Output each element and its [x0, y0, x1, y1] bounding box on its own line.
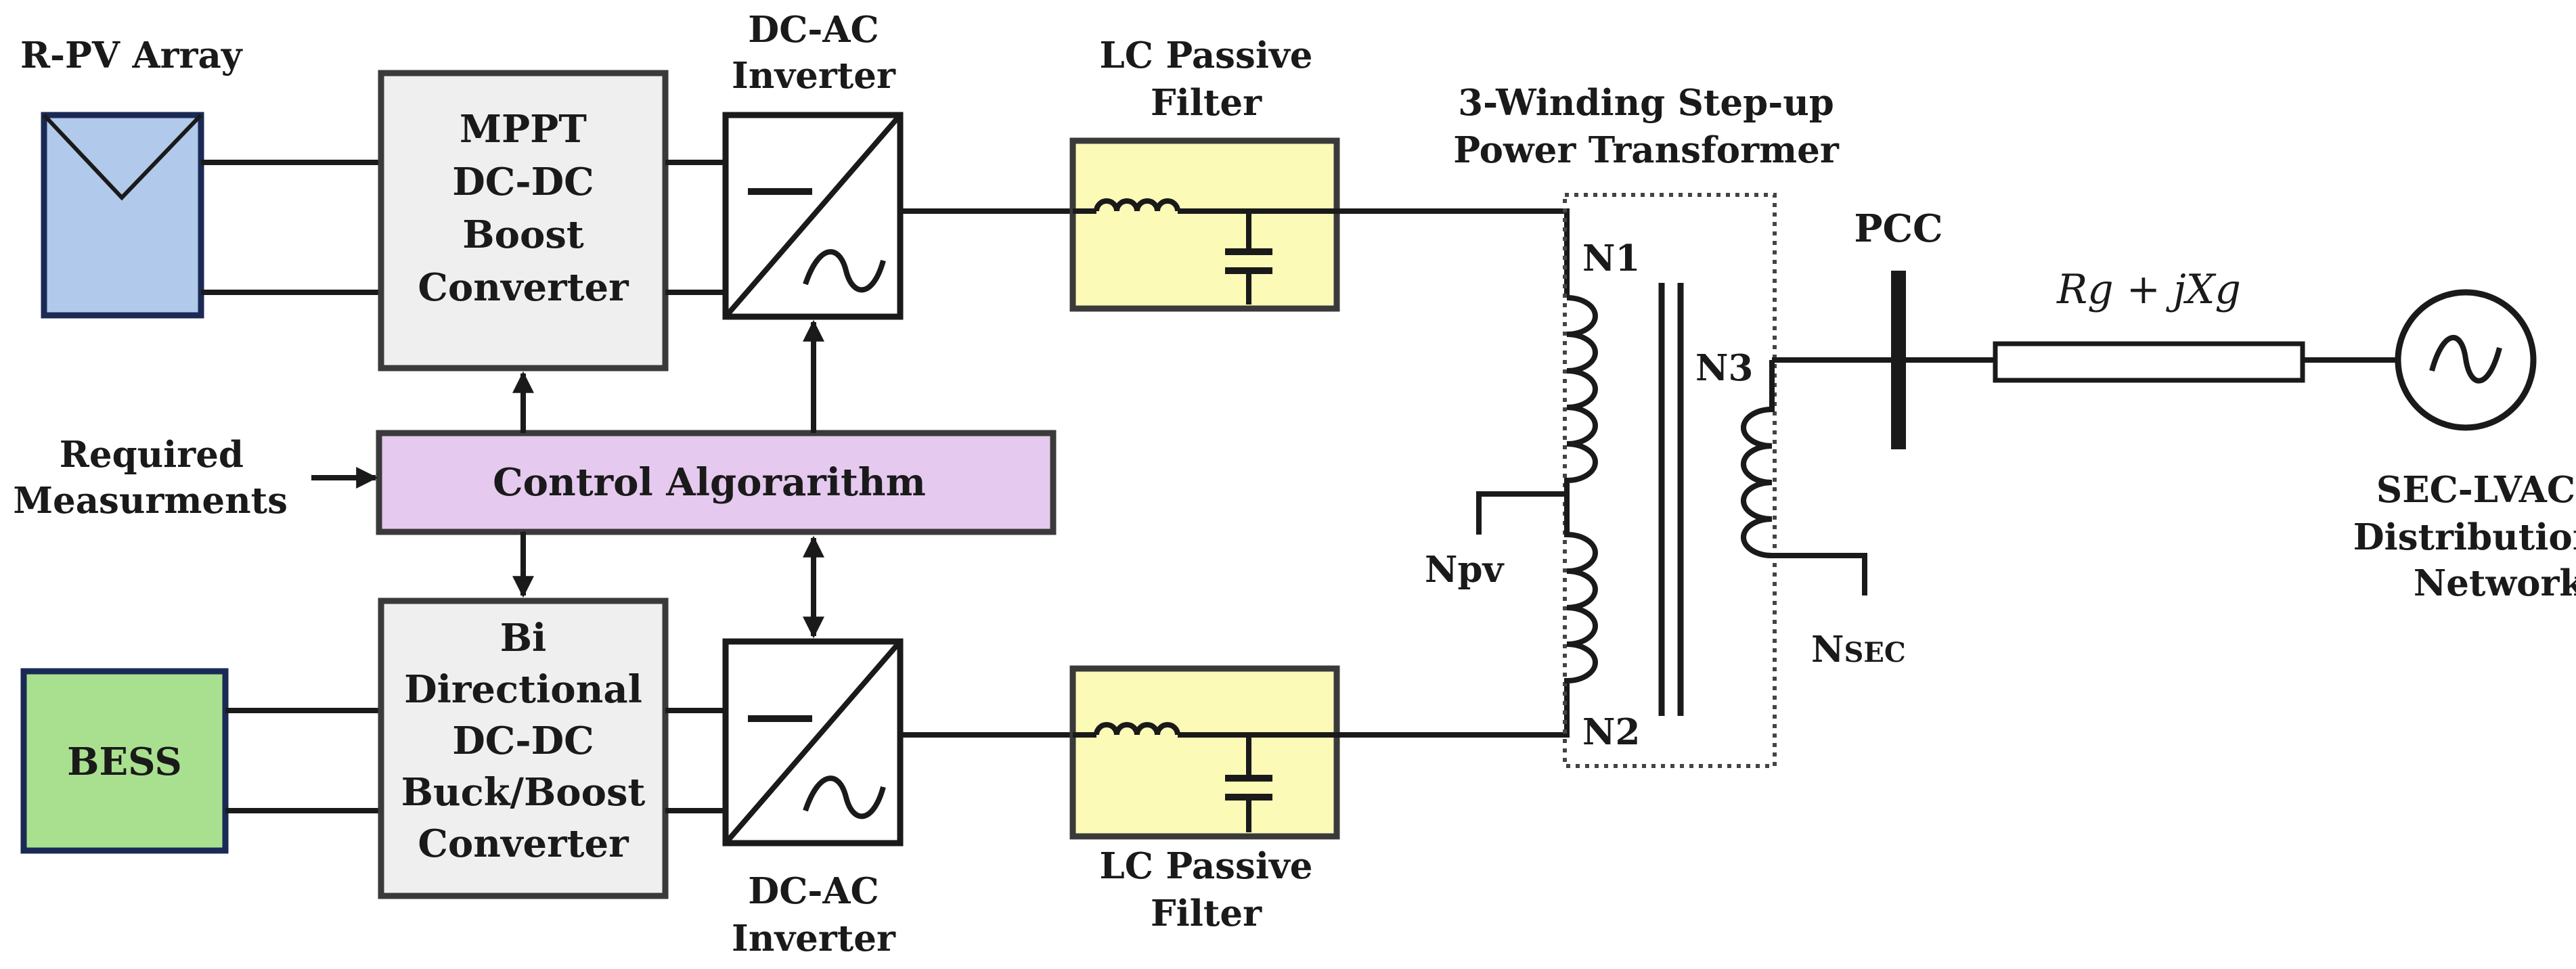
bidir-line-2: Directional: [404, 667, 642, 712]
mppt-line-4: Converter: [418, 265, 629, 310]
grid-label-3: Network: [2414, 562, 2576, 604]
filter-bottom-label-2: Filter: [1151, 893, 1262, 934]
control-algorithm-box: [376, 430, 1057, 535]
bess-block: BESS: [20, 668, 229, 854]
mppt-line-3: Boost: [462, 212, 584, 257]
grid-label-2: Distribution: [2353, 516, 2576, 558]
grid-source-ac-icon: [2429, 335, 2502, 384]
pv-array-symbol: [42, 113, 203, 201]
required-label-2: Measurments: [13, 480, 288, 522]
winding-n3-coil: [1741, 360, 1867, 595]
inverter-bottom-ac-symbol: [803, 775, 886, 819]
bidirectional-converter-box: [378, 598, 669, 899]
bidir-line-1: Bi: [500, 616, 547, 660]
pv-array-label: R-PV Array: [20, 35, 244, 76]
winding-nsec-sub: SEC: [1844, 637, 1905, 669]
winding-n1-coil: [1564, 295, 1598, 528]
grid-impedance-label: Rg + jXg: [2056, 266, 2241, 313]
winding-nsec-label: NSEC: [1811, 629, 1906, 671]
inverter-top-label-1: DC-AC: [748, 9, 879, 51]
bidir-line-5: Converter: [418, 821, 629, 866]
filter-bottom-label-1: LC Passive: [1100, 845, 1313, 887]
mppt-line-1: MPPT: [460, 107, 587, 152]
transformer-enclosure: [1563, 193, 1777, 768]
mppt-boost-converter-box: [378, 70, 669, 371]
pv-array-box: [41, 112, 204, 319]
bess-label: BESS: [67, 740, 182, 784]
inverter-bottom-diagonal: [723, 639, 903, 845]
lc-filter-bottom-inductor: [1094, 722, 1180, 736]
lc-filter-top-inductor: [1094, 198, 1180, 212]
winding-n2-label: N2: [1582, 711, 1640, 753]
transformer-label-1: 3-Winding Step-up: [1458, 82, 1834, 124]
winding-nsec-main: N: [1811, 629, 1844, 671]
inverter-bottom-label-1: DC-AC: [748, 870, 879, 912]
winding-n1-label: N1: [1582, 238, 1640, 279]
inverter-bottom: [722, 638, 904, 847]
winding-n2-coil: [1564, 501, 1598, 683]
inverter-top: [722, 112, 904, 320]
filter-top-label-2: Filter: [1151, 82, 1262, 124]
filter-top-label-1: LC Passive: [1100, 35, 1313, 76]
filter-transformer-wire-top: [1337, 208, 1570, 298]
bidir-line-3: DC-DC: [452, 719, 594, 763]
pcc-label: PCC: [1854, 206, 1942, 251]
winding-npv-tap: [1476, 491, 1567, 535]
bess-box: [20, 668, 229, 854]
lc-filter-bottom-box: [1069, 665, 1340, 840]
grid-label-1: SEC-LVAC: [2376, 469, 2575, 511]
filter-transformer-wire-bottom: [1337, 683, 1570, 738]
lc-filter-top-box: [1069, 137, 1340, 312]
control-algorithm-label: Control Algorarithm: [493, 460, 926, 505]
lc-filter-top: [1069, 137, 1340, 312]
winding-n3-label: N3: [1695, 347, 1753, 389]
bidir-line-4: Buck/Boost: [401, 770, 646, 815]
inverter-top-ac-symbol: [803, 249, 886, 293]
lc-filter-bottom: [1069, 665, 1340, 840]
inverter-top-label-2: Inverter: [732, 55, 896, 97]
mppt-line-2: DC-DC: [452, 160, 594, 204]
inverter-top-diagonal: [723, 113, 903, 319]
pv-array-block: [41, 112, 204, 319]
winding-npv-label: Npv: [1425, 549, 1505, 591]
required-label-1: Required: [60, 434, 244, 476]
inverter-bottom-label-2: Inverter: [732, 918, 896, 960]
transformer-label-2: Power Transformer: [1453, 129, 1840, 171]
winding-n3-coil-loops: [1741, 407, 1773, 558]
grid-impedance-box: [1993, 341, 2305, 383]
